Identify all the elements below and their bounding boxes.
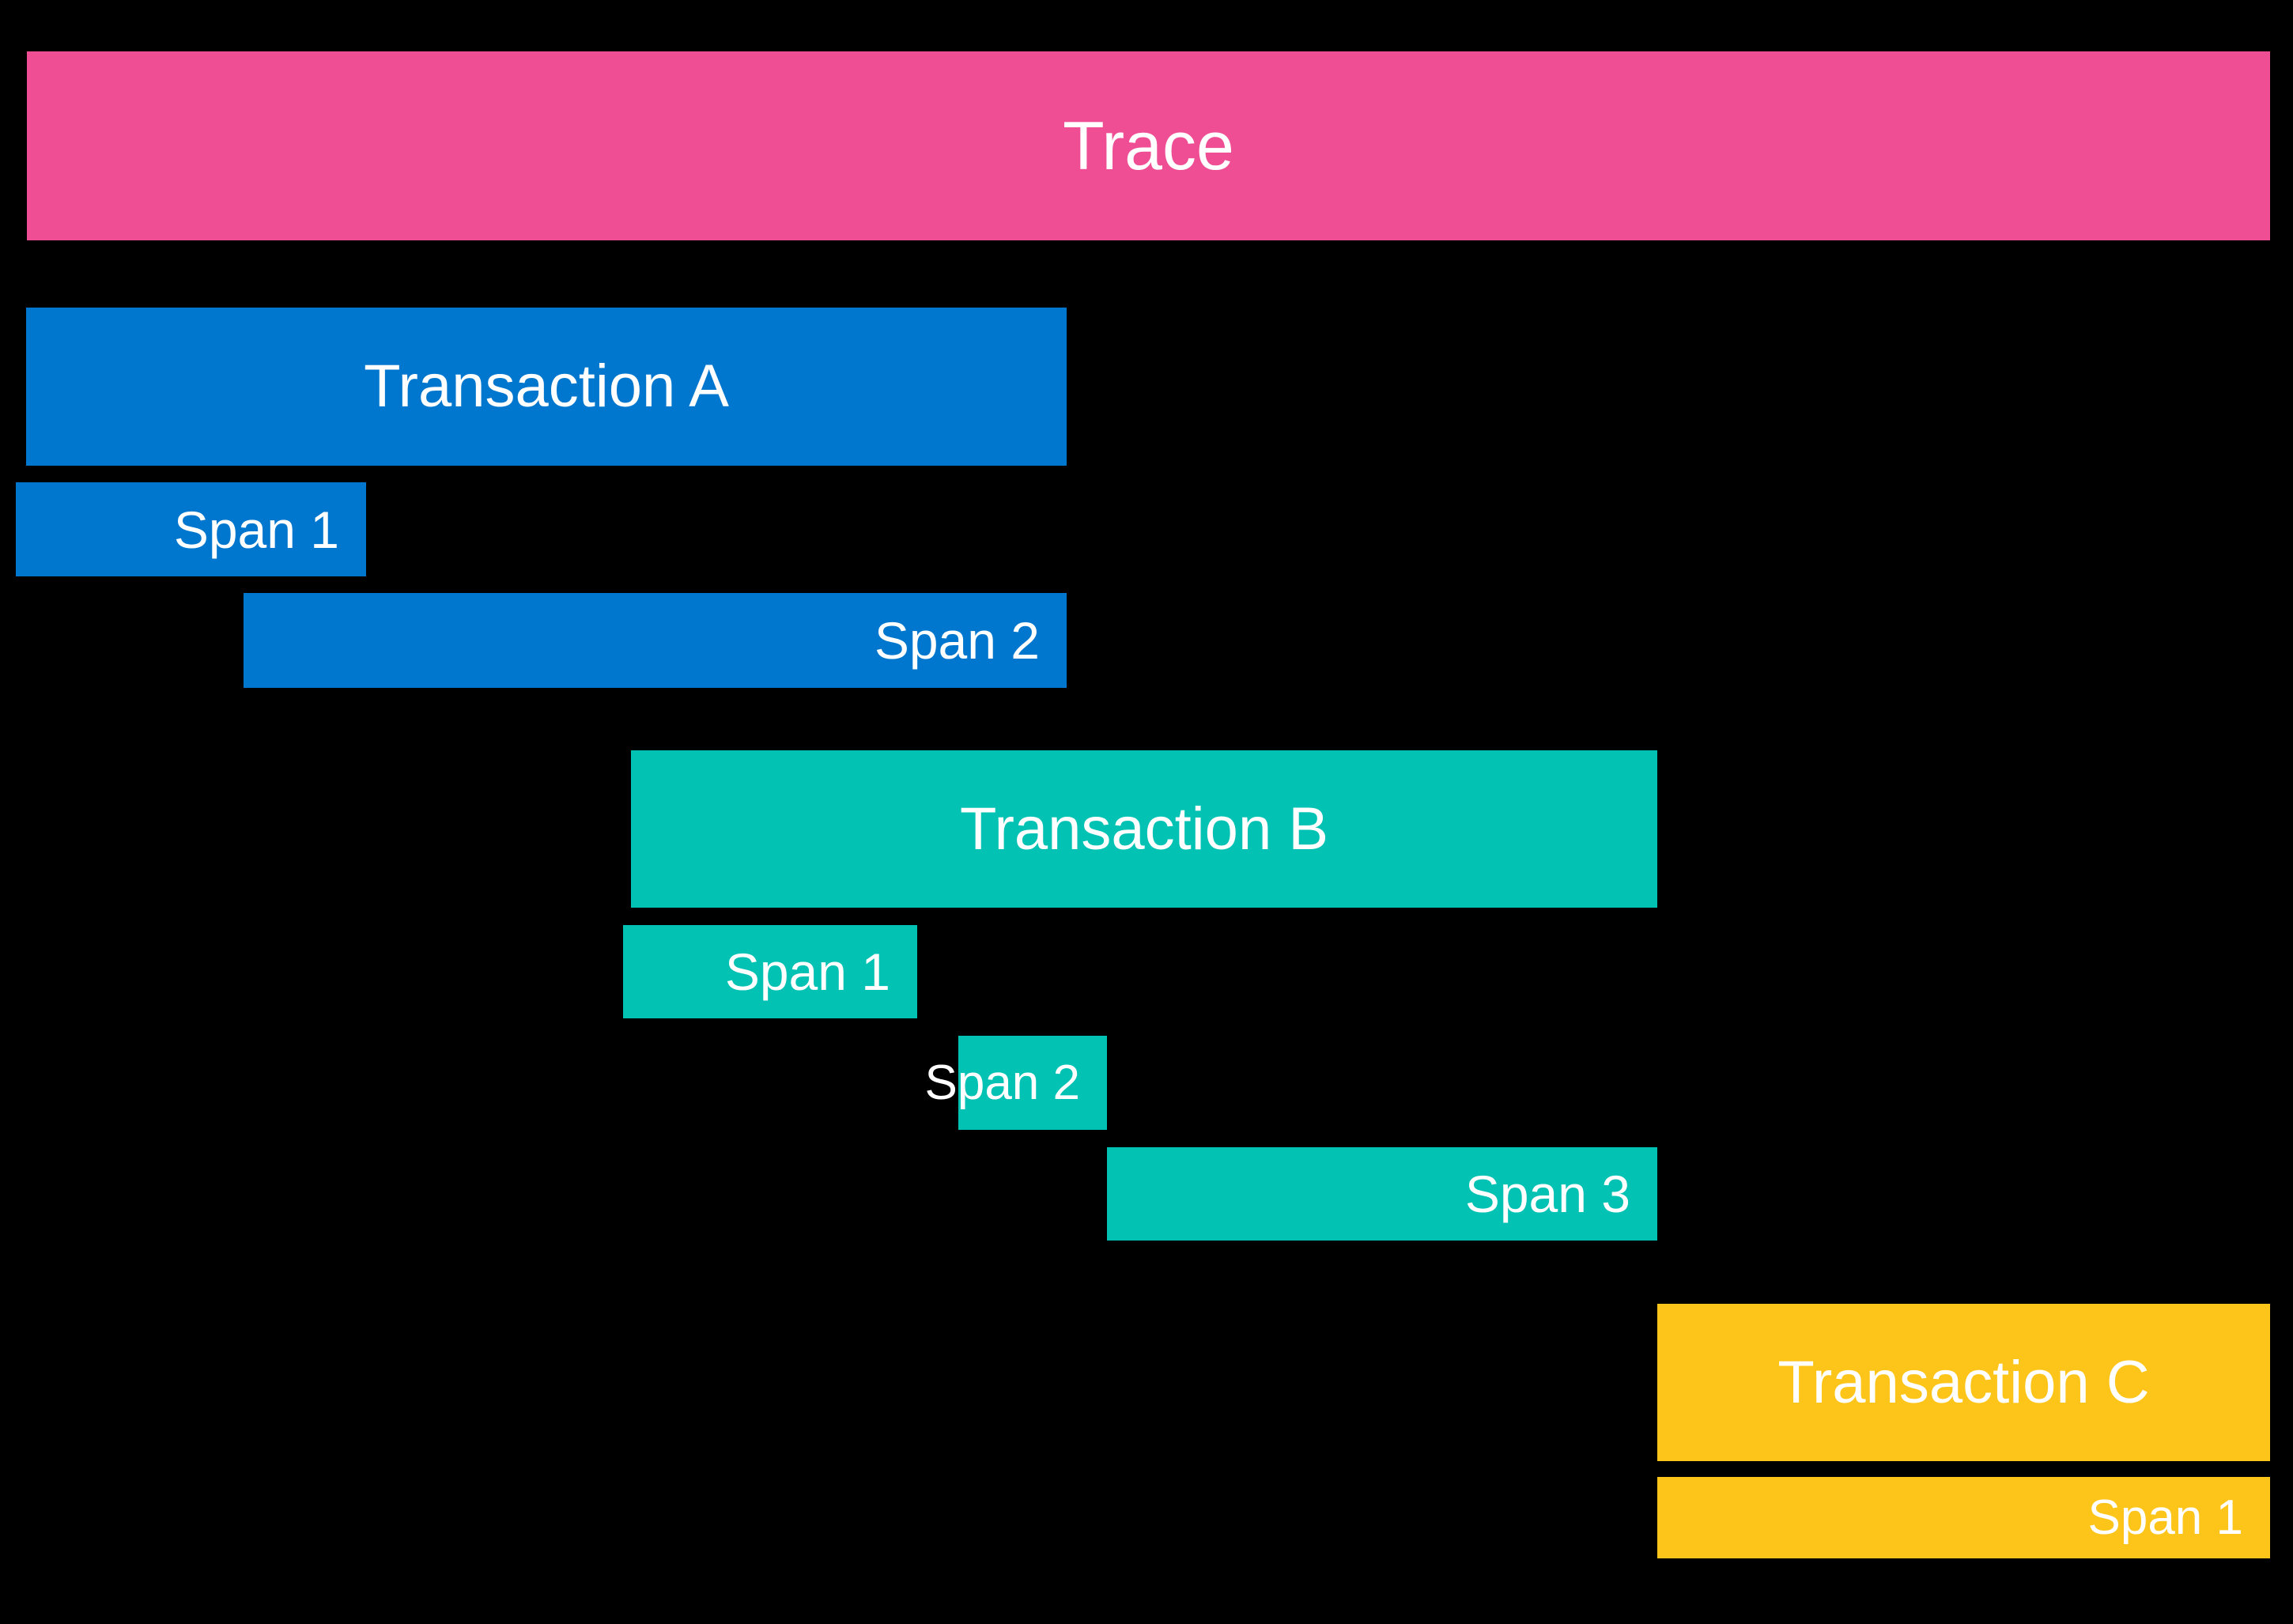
bar-label-transaction-c-span-1: Span 1 xyxy=(2087,1490,2243,1545)
bar-transaction-b-span-1[interactable]: Span 1 xyxy=(623,925,917,1018)
bar-label-transaction-a: Transaction A xyxy=(364,353,729,420)
bar-label-trace: Trace xyxy=(1063,108,1234,184)
bar-label-transaction-a-span-1: Span 1 xyxy=(173,500,339,559)
bar-transaction-b-span-2[interactable]: Span 2 xyxy=(924,1036,1107,1130)
bar-transaction-a-span-2[interactable]: Span 2 xyxy=(244,593,1067,688)
bar-label-transaction-b: Transaction B xyxy=(959,795,1329,863)
bar-transaction-b-span-3[interactable]: Span 3 xyxy=(1107,1147,1657,1241)
bar-transaction-b[interactable]: Transaction B xyxy=(631,750,1657,908)
bar-label-transaction-b-span-3: Span 3 xyxy=(1464,1165,1630,1223)
bar-trace[interactable]: Trace xyxy=(27,51,2270,240)
bar-label-transaction-a-span-2: Span 2 xyxy=(874,611,1040,670)
bar-label-transaction-c: Transaction C xyxy=(1777,1348,2150,1416)
bar-transaction-a[interactable]: Transaction A xyxy=(26,308,1067,466)
bar-label-transaction-b-span-2: Span 2 xyxy=(924,1055,1080,1110)
bar-transaction-c-span-1[interactable]: Span 1 xyxy=(1657,1477,2270,1558)
bar-label-transaction-b-span-1: Span 1 xyxy=(724,942,890,1001)
bar-transaction-a-span-1[interactable]: Span 1 xyxy=(16,482,366,576)
bar-transaction-c[interactable]: Transaction C xyxy=(1657,1304,2270,1461)
